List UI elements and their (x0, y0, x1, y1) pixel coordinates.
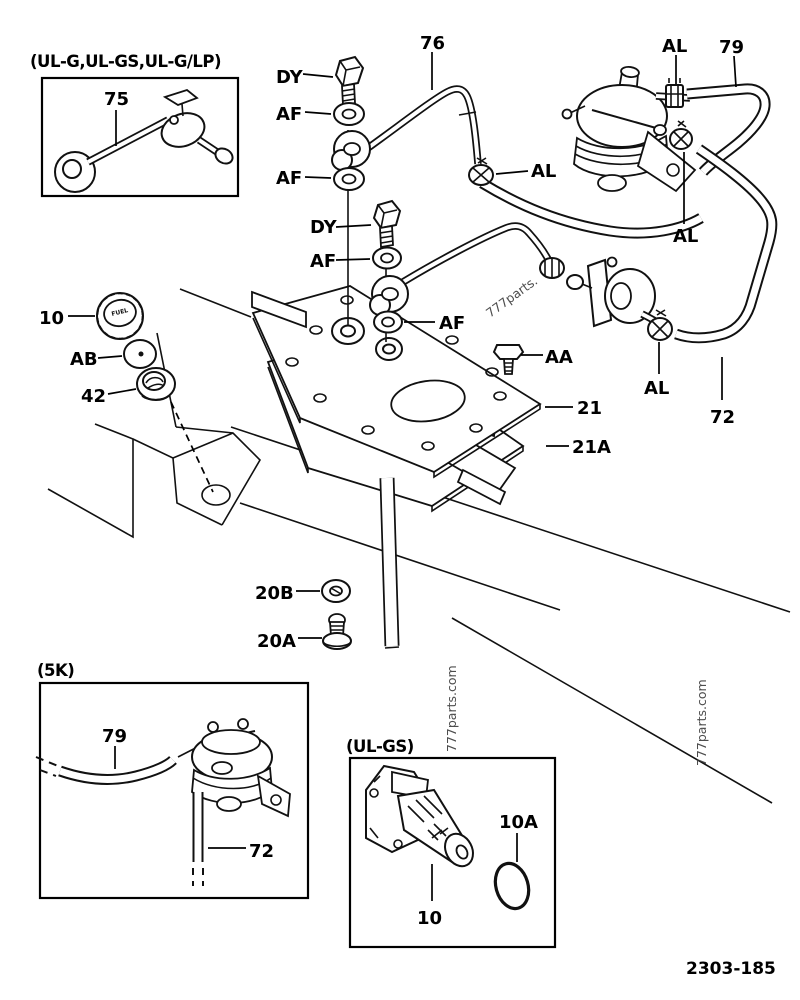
part-label-al-1: AL (662, 36, 687, 57)
union-nut (539, 257, 565, 279)
fuel-pump (561, 65, 697, 193)
tank-outline (47, 288, 791, 804)
plate-grommet-seats (331, 317, 403, 361)
aa-bolt (492, 344, 525, 375)
part-label-dy-2: DY (310, 217, 338, 238)
pipe-76-lower (401, 222, 553, 286)
part-label-72-2: 72 (249, 841, 274, 862)
dy-bolt-1 (334, 55, 365, 107)
oring-10a (493, 861, 531, 911)
fuel-filter (566, 256, 664, 328)
part-label-af-2: AF (276, 168, 302, 189)
part-label-al-4: AL (644, 378, 669, 399)
part-label-10-2: 10 (417, 908, 442, 929)
bolt-20a (322, 613, 352, 650)
part-label-af-1: AF (276, 104, 302, 125)
washer-af-4 (373, 310, 403, 334)
inset-title-ulgs: (UL-GS) (346, 737, 414, 756)
hose-79 (686, 83, 771, 176)
inset-title-5k: (5K) (37, 661, 74, 680)
part-label-al-3: AL (673, 226, 698, 247)
washer-20b (321, 579, 351, 603)
pump-5k (177, 718, 291, 818)
part-label-10a: 10A (499, 812, 538, 833)
al-clamp-4 (647, 309, 673, 341)
part-75-pickup-tube (54, 88, 234, 193)
grommet-42 (136, 367, 176, 401)
doc-number: 2303-185 (686, 959, 776, 979)
leader-dashed-42 (170, 401, 214, 493)
pickup-tube (379, 477, 400, 649)
part-label-79-1: 79 (719, 37, 744, 58)
watermark-vertical-1: 777parts.com (444, 665, 459, 752)
hose-mid (479, 178, 704, 239)
part-label-af-3: AF (310, 251, 336, 272)
watermark-diagonal: 777parts. (483, 273, 540, 320)
plate-21 (251, 285, 542, 479)
inset-title-ulg: (UL-G,UL-GS,UL-G/LP) (30, 52, 221, 71)
inset-box-ulg (40, 76, 240, 198)
hose-79-5k (35, 755, 177, 785)
hose-72 (674, 144, 778, 344)
cap-embossed-text: FUEL (111, 307, 129, 318)
al-clamp-3 (669, 120, 693, 150)
part-label-20a: 20A (257, 631, 296, 652)
part-label-aa: AA (545, 347, 573, 368)
washer-af-3 (372, 246, 402, 270)
part-label-dy-1: DY (276, 67, 304, 88)
fuel-cap-10: FUEL (96, 292, 144, 340)
banjo-fitting-1 (331, 130, 371, 171)
part-label-20b: 20B (255, 583, 294, 604)
al-clamp-2 (468, 157, 494, 186)
part-label-75: 75 (104, 89, 129, 110)
dy-bolt-2 (372, 199, 402, 249)
part-label-al-2: AL (531, 161, 556, 182)
part-label-21: 21 (577, 398, 602, 419)
part-label-72-1: 72 (710, 407, 735, 428)
al-clamp-1 (665, 78, 684, 108)
inset-box-ulgs (348, 756, 557, 949)
gasket-ab (123, 339, 157, 369)
part-label-ab: AB (70, 349, 98, 370)
inset-box-5k (38, 681, 310, 900)
part-label-79-2: 79 (102, 726, 127, 747)
washer-af-2 (333, 167, 365, 191)
part-label-21a: 21A (572, 437, 611, 458)
part-label-42: 42 (81, 386, 106, 407)
part-label-10-1: 10 (39, 308, 64, 329)
banjo-fitting-2 (369, 275, 409, 316)
watermark-vertical-2: 777parts.com (694, 679, 709, 766)
pipe-76 (365, 85, 482, 165)
part-label-af-4: AF (439, 313, 465, 334)
part-label-76: 76 (420, 33, 445, 54)
hose-72-5k (192, 792, 204, 886)
leader-lines (68, 52, 737, 901)
washer-af-1 (333, 102, 365, 126)
cap-10-ulgs (365, 764, 474, 868)
